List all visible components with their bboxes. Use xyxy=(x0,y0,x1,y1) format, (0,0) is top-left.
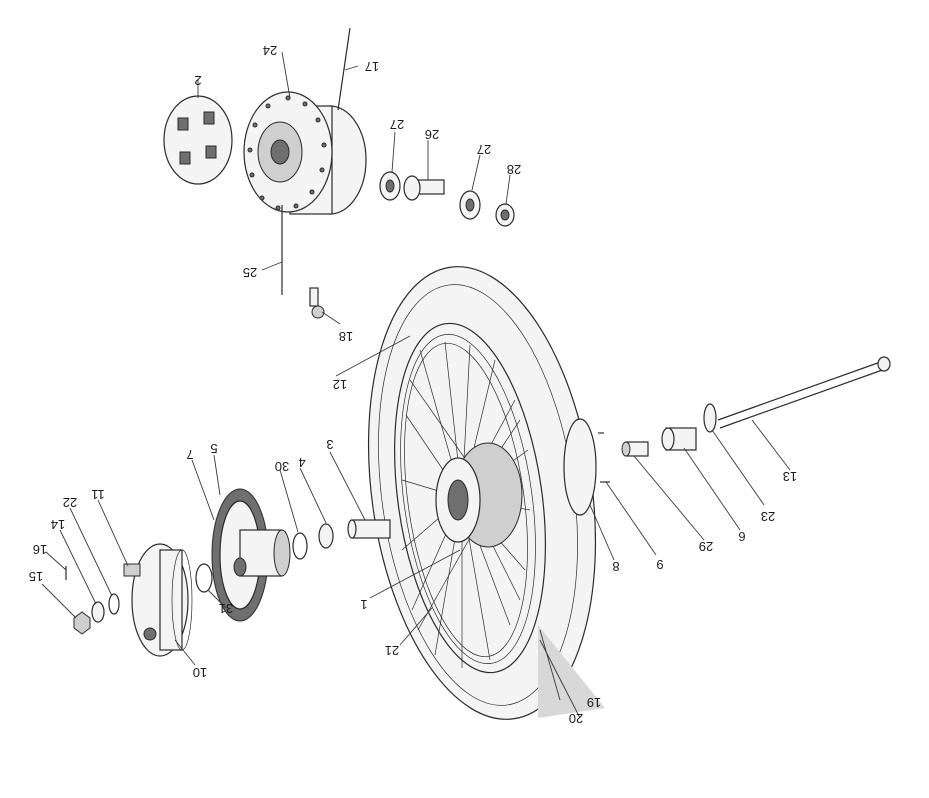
callout-6: 6 xyxy=(738,529,745,544)
callout-18: 18 xyxy=(339,329,353,344)
callout-16: 16 xyxy=(33,542,47,557)
bushing-29-end xyxy=(621,441,631,457)
damper-body xyxy=(163,95,233,185)
disc-plate-8 xyxy=(563,418,597,516)
brake-panel-assembly xyxy=(65,543,193,657)
callout-14: 14 xyxy=(51,517,65,532)
upper-hub-assembly xyxy=(243,27,367,295)
valve-stem xyxy=(309,287,319,307)
hub-center xyxy=(270,139,290,165)
damper-slot-1 xyxy=(177,117,189,131)
washer-22 xyxy=(108,593,120,615)
washer-23 xyxy=(703,403,717,433)
leader-lines xyxy=(41,51,791,719)
callout-30: 30 xyxy=(275,459,289,474)
tire-section-shading xyxy=(538,625,605,718)
callout-24: 24 xyxy=(263,43,277,58)
spoke-17 xyxy=(337,27,351,111)
spacer-3-end xyxy=(347,519,357,539)
callout-23: 23 xyxy=(761,509,775,524)
damper-slot-2 xyxy=(203,111,215,125)
washer-14 xyxy=(91,601,105,623)
sprocket-assembly xyxy=(195,488,291,622)
spacer-3 xyxy=(351,519,391,539)
callout-2: 2 xyxy=(194,73,201,88)
callout-19: 19 xyxy=(587,695,601,710)
callout-15: 15 xyxy=(29,569,43,584)
callout-7: 7 xyxy=(186,447,193,462)
sprocket-bore xyxy=(233,557,247,577)
spacer-6-end xyxy=(661,427,675,451)
ring-30 xyxy=(292,532,308,560)
callout-28: 28 xyxy=(507,162,521,177)
callout-25: 25 xyxy=(243,265,257,280)
callout-27-left: 27 xyxy=(390,117,404,132)
callout-31: 31 xyxy=(219,601,233,616)
washer-31 xyxy=(195,563,213,593)
damper-slot-4 xyxy=(205,145,217,159)
callout-20: 20 xyxy=(569,711,583,726)
callout-labels: 2 24 17 27 26 27 28 25 18 12 3 4 30 5 7 … xyxy=(29,43,797,726)
hub-flange-holes xyxy=(247,95,327,211)
wheel-hub-bore xyxy=(447,479,469,521)
spacer-26-end xyxy=(403,175,421,201)
seal-4 xyxy=(318,523,334,549)
brake-cam xyxy=(143,627,157,641)
callout-21: 21 xyxy=(385,643,399,658)
callout-13: 13 xyxy=(783,469,797,484)
damper-slot-3 xyxy=(179,151,191,165)
brake-panel-side xyxy=(159,549,183,651)
brake-panel-edge xyxy=(171,549,193,651)
rim-outer xyxy=(394,322,546,674)
callout-27-right: 27 xyxy=(477,142,491,157)
sprocket-carrier-end xyxy=(273,529,291,577)
axle-shaft-top xyxy=(717,359,887,421)
wheel-assembly xyxy=(367,266,605,720)
callout-11: 11 xyxy=(91,487,105,502)
rim-bead xyxy=(404,342,528,658)
callout-10: 10 xyxy=(193,665,207,680)
anchor-11 xyxy=(123,563,141,577)
axle-shaft-bottom xyxy=(719,367,889,429)
callout-17: 17 xyxy=(365,59,379,74)
bearing-set xyxy=(379,171,515,227)
callout-1: 1 xyxy=(360,597,367,612)
callout-9: 9 xyxy=(656,557,663,572)
callout-5: 5 xyxy=(210,441,217,456)
callout-26: 26 xyxy=(425,127,439,142)
callout-4: 4 xyxy=(298,455,305,470)
collar-28-bore xyxy=(500,209,510,221)
callout-29: 29 xyxy=(699,539,713,554)
callout-12: 12 xyxy=(333,377,347,392)
valve-cap xyxy=(311,305,325,319)
nut-15 xyxy=(73,611,91,635)
callout-3: 3 xyxy=(326,437,333,452)
rim-inner xyxy=(400,334,536,664)
center-spacers xyxy=(292,519,391,560)
valve-18 xyxy=(309,287,325,319)
damper-rubber xyxy=(163,95,233,185)
axle-head xyxy=(877,356,891,372)
callout-8: 8 xyxy=(612,559,619,574)
callout-22: 22 xyxy=(63,495,77,510)
bearing-27b-bore xyxy=(465,198,475,212)
bearing-27a-bore xyxy=(385,179,395,193)
axle-assembly xyxy=(563,356,891,516)
